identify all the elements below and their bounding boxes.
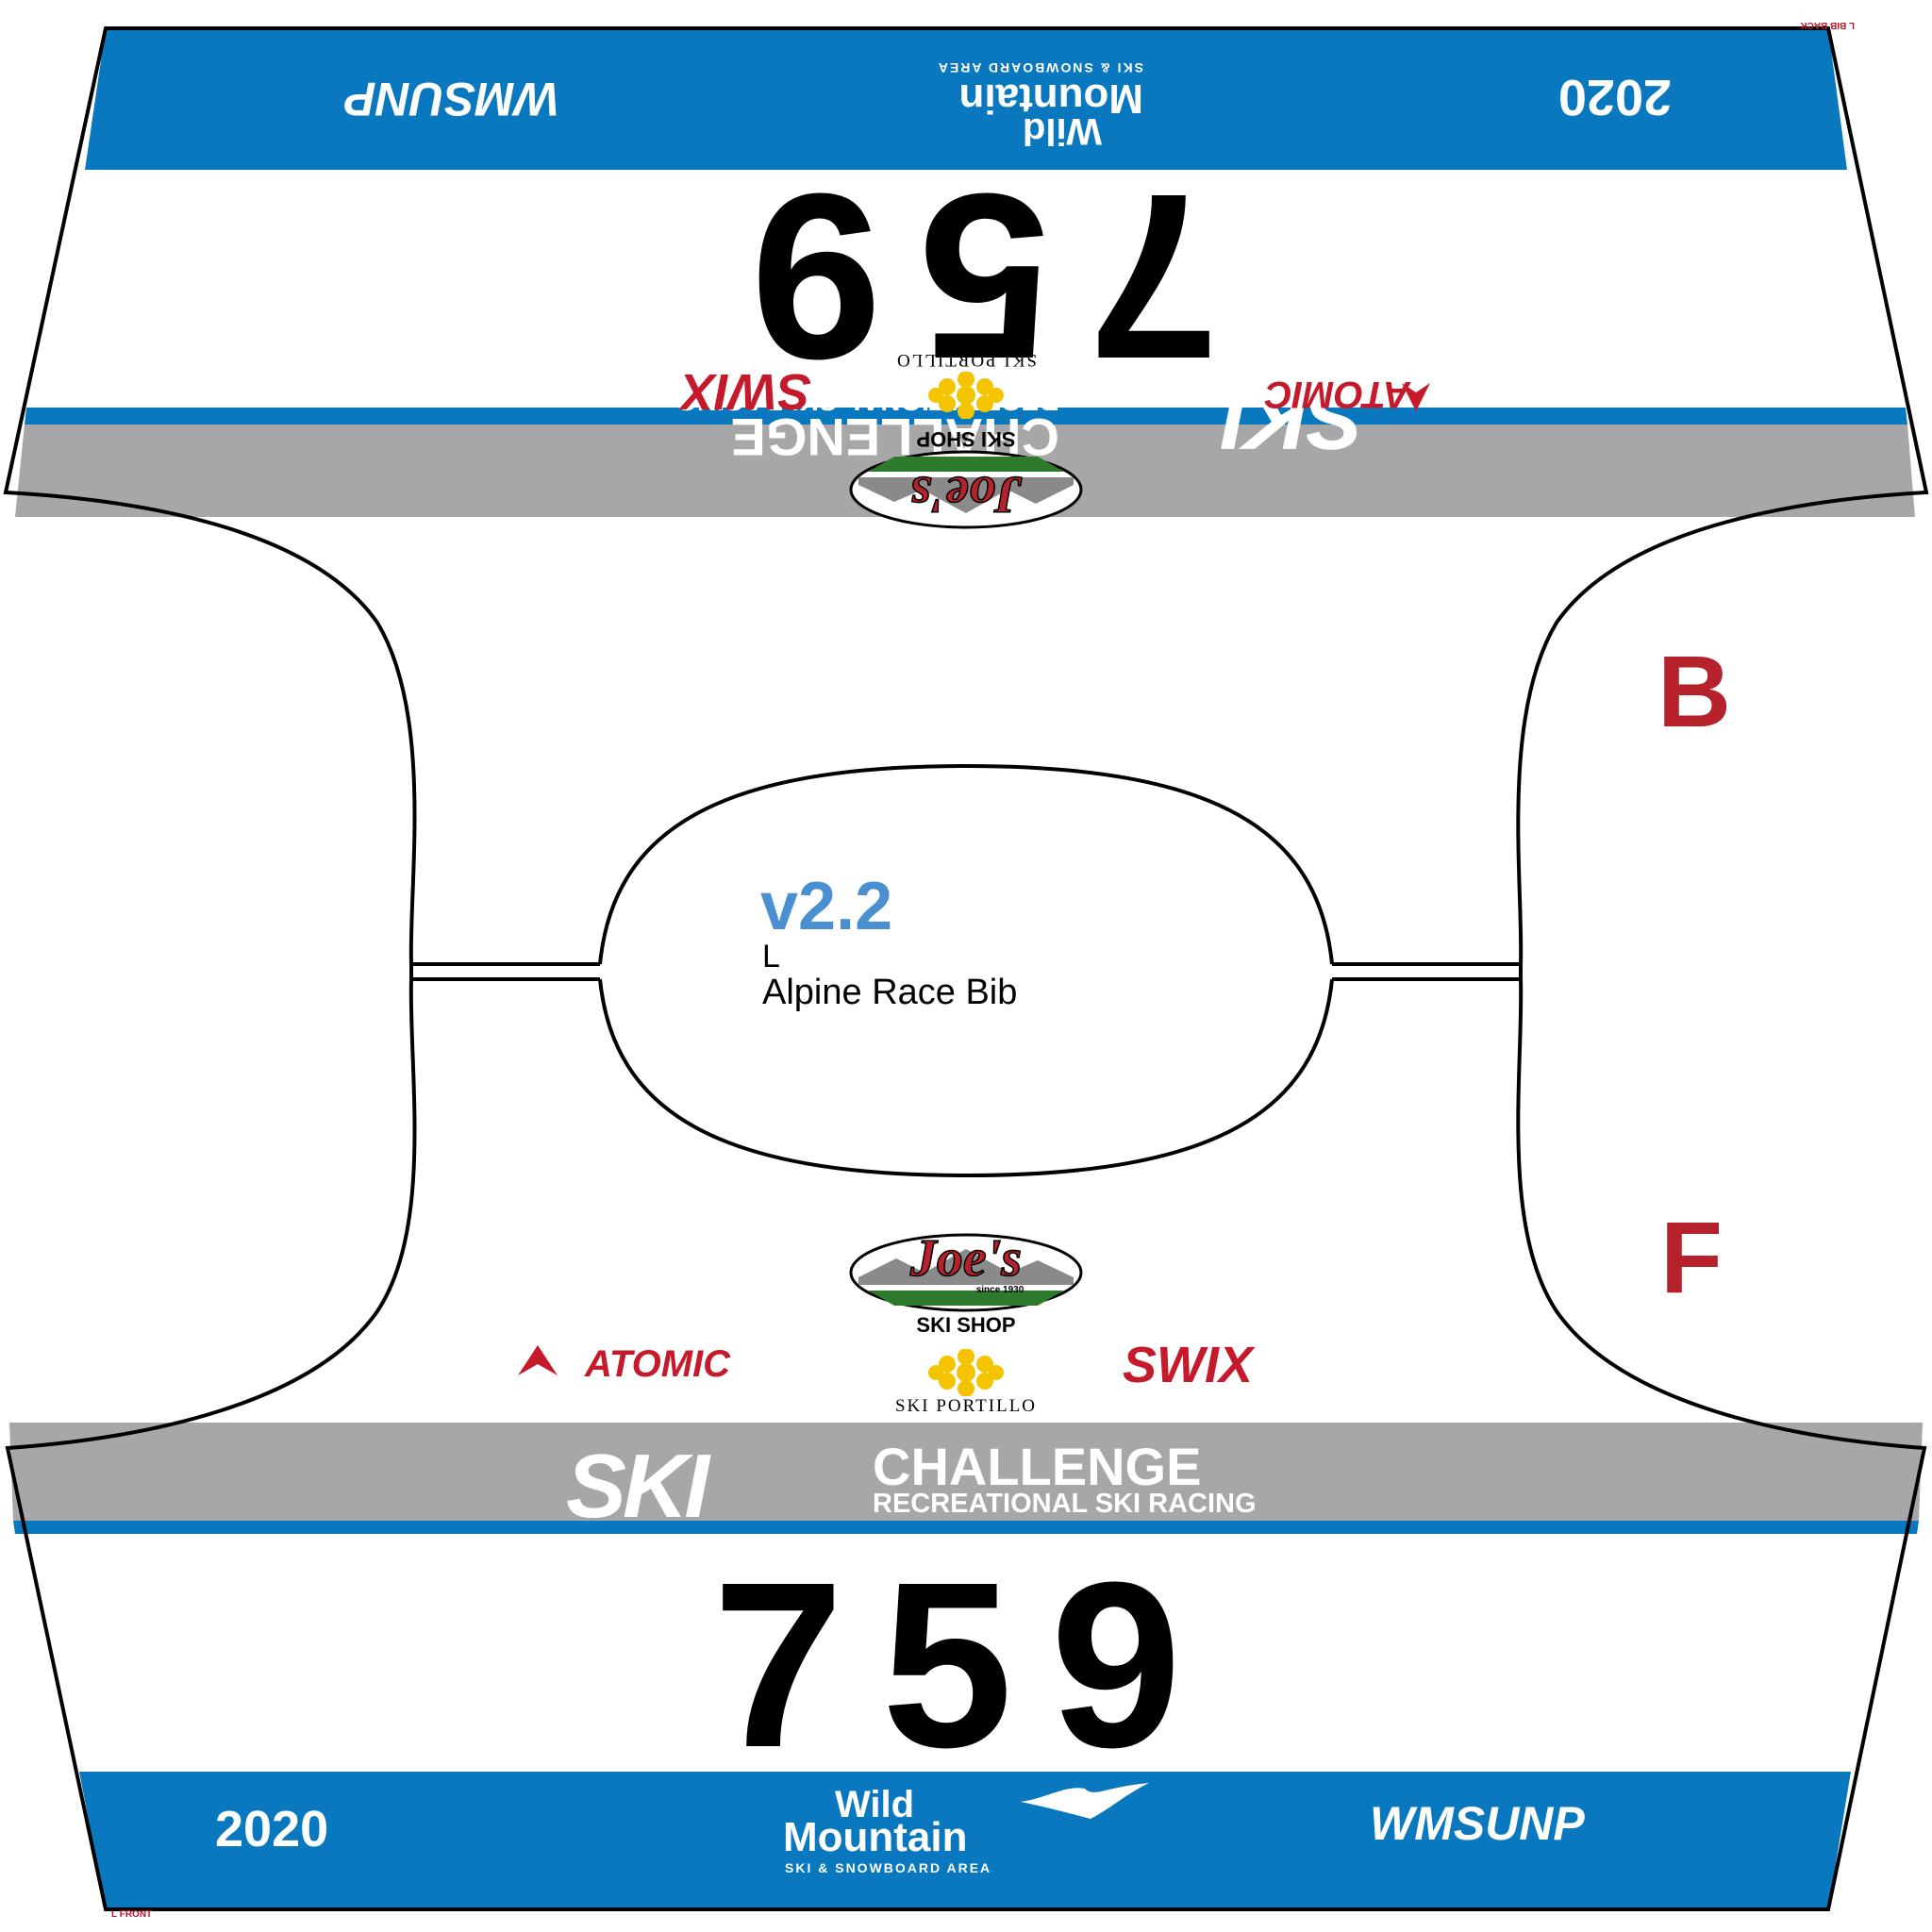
back-year: 2020	[1557, 69, 1672, 125]
svg-text:Joe's: Joe's	[909, 1230, 1022, 1288]
back-swix: SWIX	[680, 363, 811, 420]
back-portillo: SKI PORTILLO	[894, 350, 1038, 370]
version-label: v2.2	[760, 869, 893, 944]
svg-text:since 1930: since 1930	[976, 1285, 1024, 1295]
front-joes-logo: Joe's since 1930	[849, 1228, 1083, 1320]
front-pass-code: WMSUNP	[1370, 1797, 1585, 1850]
front-side-label: F	[1660, 1200, 1723, 1314]
front-resort-bird-icon	[1021, 1783, 1149, 1819]
front-blue-band	[79, 1772, 1851, 1909]
front-challenge-sub: RECREATIONAL SKI RACING	[873, 1489, 1257, 1519]
bib-back-half: 759 SKI CHALLENGE RECREATIONAL SKI RACIN…	[344, 20, 1855, 532]
front-gray-band	[9, 1423, 1923, 1521]
back-blue-band	[85, 28, 1847, 170]
bib-front-half: Joe's since 1930 SKI SHOP ATOMIC SKI POR…	[0, 966, 1932, 1932]
back-side-label: B	[1657, 634, 1731, 748]
front-joes-sub: SKI SHOP	[916, 1313, 1016, 1337]
front-corner-tag: L FRONT	[111, 1909, 153, 1920]
front-challenge-ski: SKI	[566, 1436, 709, 1537]
back-atomic: ATOMIC	[1264, 374, 1410, 415]
size-label: L	[762, 939, 780, 974]
product-label: Alpine Race Bib	[762, 973, 1018, 1012]
front-bib-number: 759	[712, 1533, 1220, 1796]
front-challenge-word: CHALLENGE	[873, 1437, 1202, 1496]
svg-text:Joe's: Joe's	[910, 465, 1023, 524]
front-portillo-sun-icon	[928, 1349, 1004, 1396]
front-atomic: ATOMIC	[585, 1343, 731, 1385]
back-joes-sub: SKI SHOP	[916, 427, 1016, 451]
back-corner-tag: L BIB BACK	[1800, 20, 1855, 30]
front-atomic-icon	[518, 1345, 558, 1375]
front-swix: SWIX	[1123, 1337, 1254, 1393]
front-year: 2020	[215, 1801, 329, 1857]
back-joes-emblem: Joe's	[849, 450, 1083, 529]
front-resort-line2: Mountain	[783, 1814, 968, 1860]
front-portillo: SKI PORTILLO	[894, 1396, 1038, 1416]
back-atomic-icon	[1402, 383, 1430, 411]
front-thin-stripe	[13, 1521, 1919, 1534]
front-resort-sub: SKI & SNOWBOARD AREA	[785, 1860, 992, 1875]
back-portillo-sun-icon	[928, 372, 1004, 419]
back-pass-code: WMSUNP	[344, 73, 559, 125]
front-joes-emblem: Joe's since 1930	[849, 1228, 1083, 1312]
front-resort-line1: Wild	[835, 1784, 915, 1825]
back-joes-logo: Joe's	[849, 442, 1083, 532]
back-resort-line2: Mountain	[958, 75, 1143, 122]
back-resort-sub: SKI & SNOWBOARD AREA	[936, 60, 1143, 75]
